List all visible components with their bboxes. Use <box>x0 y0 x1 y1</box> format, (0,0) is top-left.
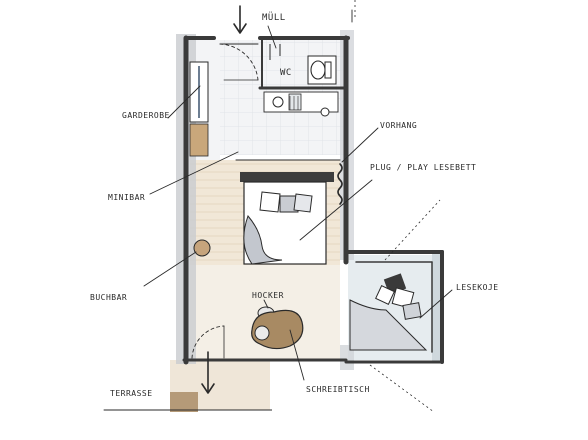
buchbar-stool <box>193 239 211 257</box>
label-terrasse: TERRASSE <box>110 389 153 398</box>
bed <box>240 172 334 265</box>
labels: MÜLL WC GARDEROBE VORHANG PLUG / PLAY LE… <box>90 12 499 398</box>
label-muell: MÜLL <box>262 12 286 23</box>
label-minibar: MINIBAR <box>108 193 145 202</box>
terrace-door <box>191 325 225 359</box>
bathroom-fixtures <box>263 91 339 117</box>
label-buchbar: BUCHBAR <box>90 293 127 302</box>
terrace-deck-dark <box>170 392 198 412</box>
entry-door-swing <box>219 43 259 81</box>
label-schreibtisch: SCHREIBTISCH <box>306 385 370 394</box>
label-wc: WC <box>280 68 292 78</box>
entry-arrow-icon <box>233 5 247 34</box>
shower-drain-icon <box>320 107 330 117</box>
terrace-arrow-icon <box>201 351 215 394</box>
label-garderobe: GARDEROBE <box>122 111 170 120</box>
curtain <box>235 159 343 205</box>
sink-icon <box>272 96 284 108</box>
leader-lines <box>103 9 453 411</box>
view-lines <box>354 0 441 413</box>
schreibtisch <box>251 309 304 350</box>
label-vorhang: VORHANG <box>380 121 417 130</box>
wc-room <box>269 44 337 85</box>
wc-toilet-icon <box>310 60 332 80</box>
lesekoje-interior <box>349 273 428 351</box>
label-plug-play: PLUG / PLAY LESEBETT <box>370 163 476 172</box>
label-lesekoje: LESEKOJE <box>456 283 499 292</box>
garderobe-unit <box>189 61 209 157</box>
label-hocker: HOCKER <box>252 291 284 300</box>
